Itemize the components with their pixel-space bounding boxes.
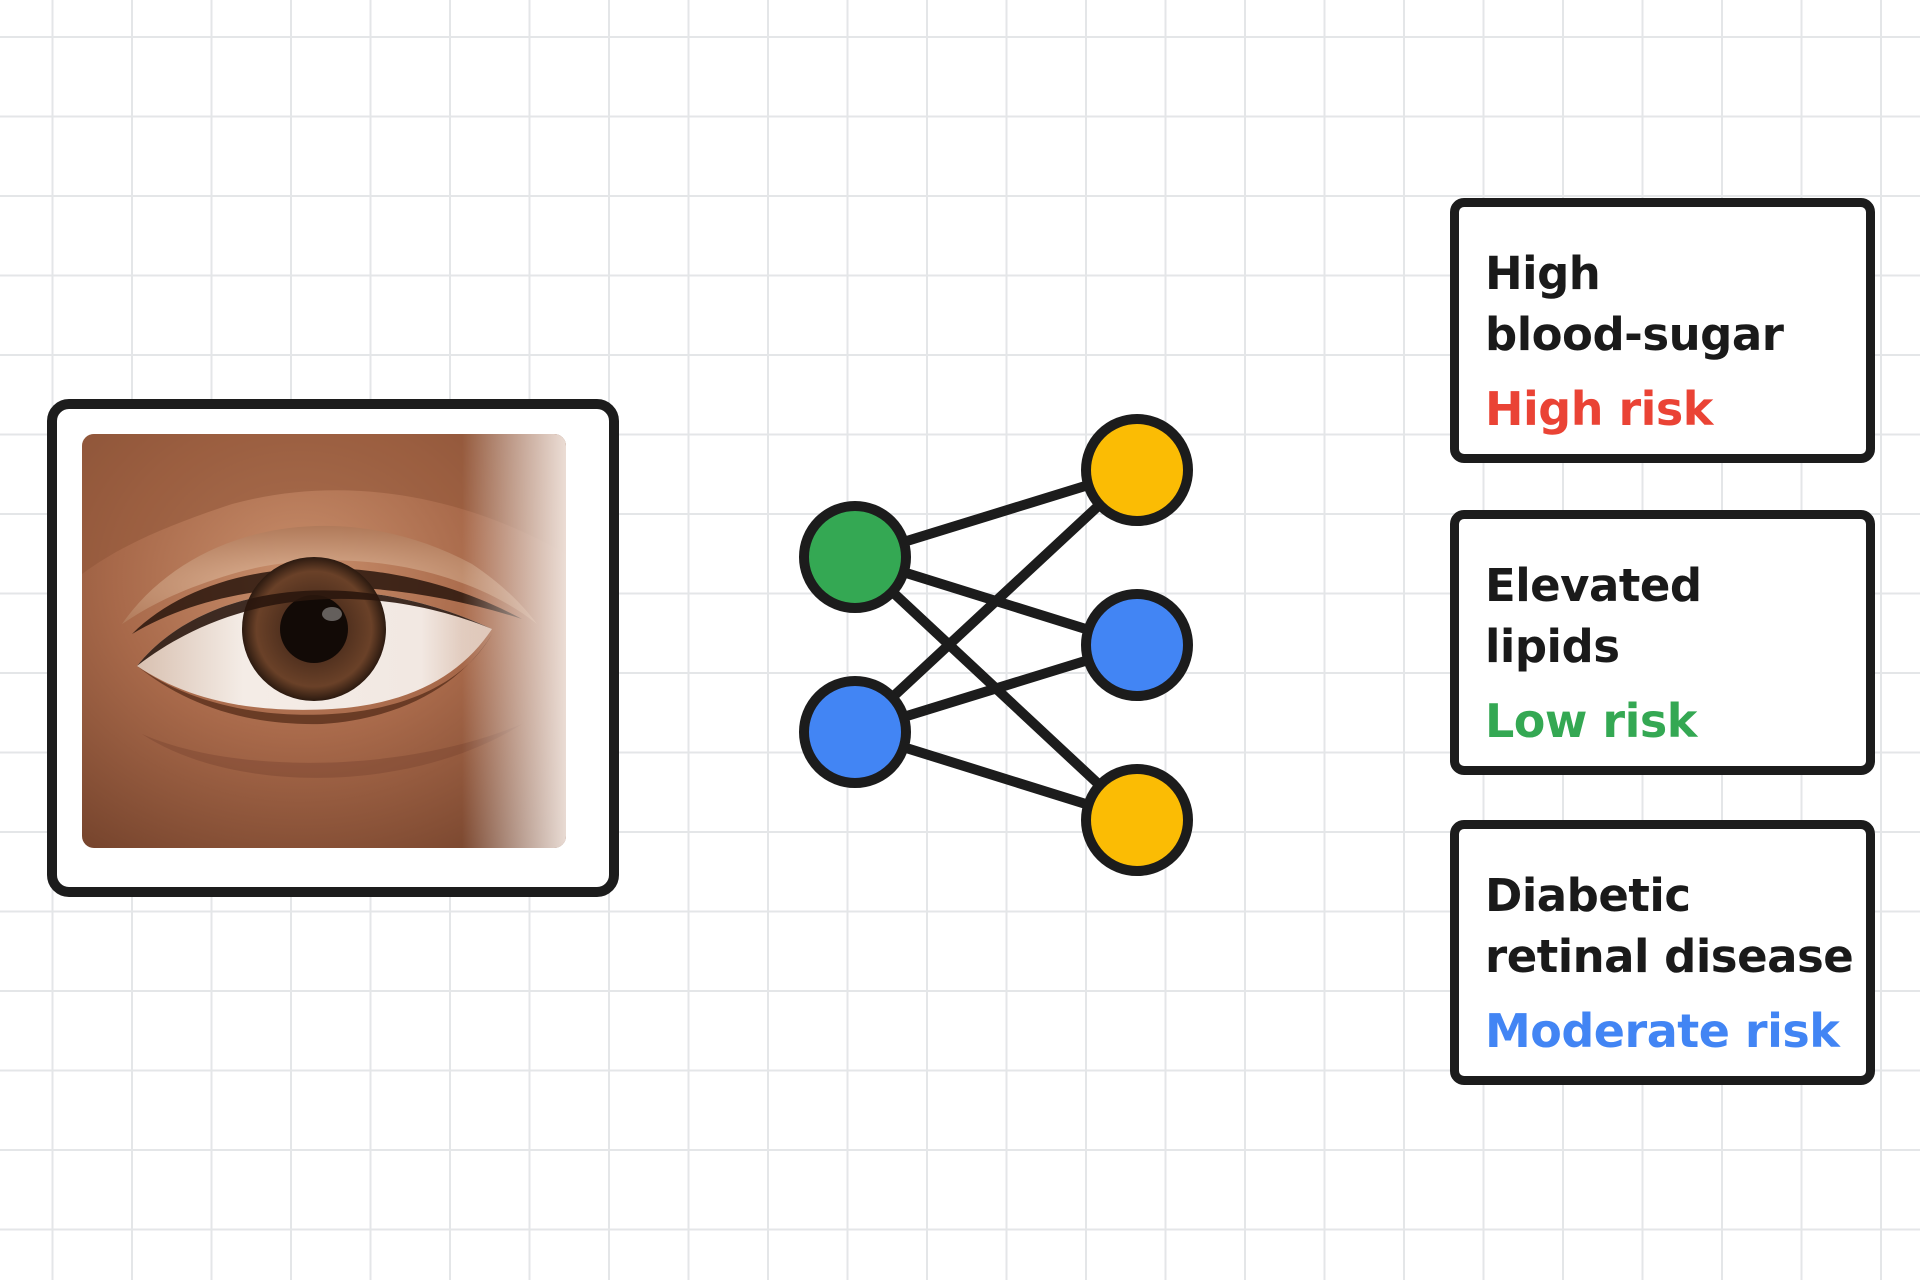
eye-photo-frame <box>47 399 619 897</box>
output-card-retinal-disease: Diabetic retinal disease Moderate risk <box>1450 820 1875 1085</box>
output-node <box>1081 589 1193 701</box>
card-title: High blood-sugar <box>1485 243 1856 365</box>
input-node <box>799 501 911 613</box>
output-card-blood-sugar: High blood-sugar High risk <box>1450 198 1875 463</box>
card-title-line: blood-sugar <box>1485 308 1784 361</box>
card-title: Diabetic retinal disease <box>1485 865 1856 987</box>
output-node <box>1081 414 1193 526</box>
input-node <box>799 676 911 788</box>
network-edge <box>851 466 1141 736</box>
card-title-line: Diabetic <box>1485 869 1691 922</box>
risk-label: Low risk <box>1485 694 1697 748</box>
card-title-line: lipids <box>1485 620 1620 673</box>
card-title-line: High <box>1485 247 1601 300</box>
output-node <box>1081 764 1193 876</box>
card-title: Elevated lipids <box>1485 555 1856 677</box>
output-card-lipids: Elevated lipids Low risk <box>1450 510 1875 775</box>
card-title-line: Elevated <box>1485 559 1702 612</box>
neural-network-diagram <box>780 400 1220 900</box>
risk-label: Moderate risk <box>1485 1004 1840 1058</box>
risk-label: High risk <box>1485 382 1713 436</box>
card-title-line: retinal disease <box>1485 930 1854 983</box>
eye-photo <box>82 434 566 848</box>
